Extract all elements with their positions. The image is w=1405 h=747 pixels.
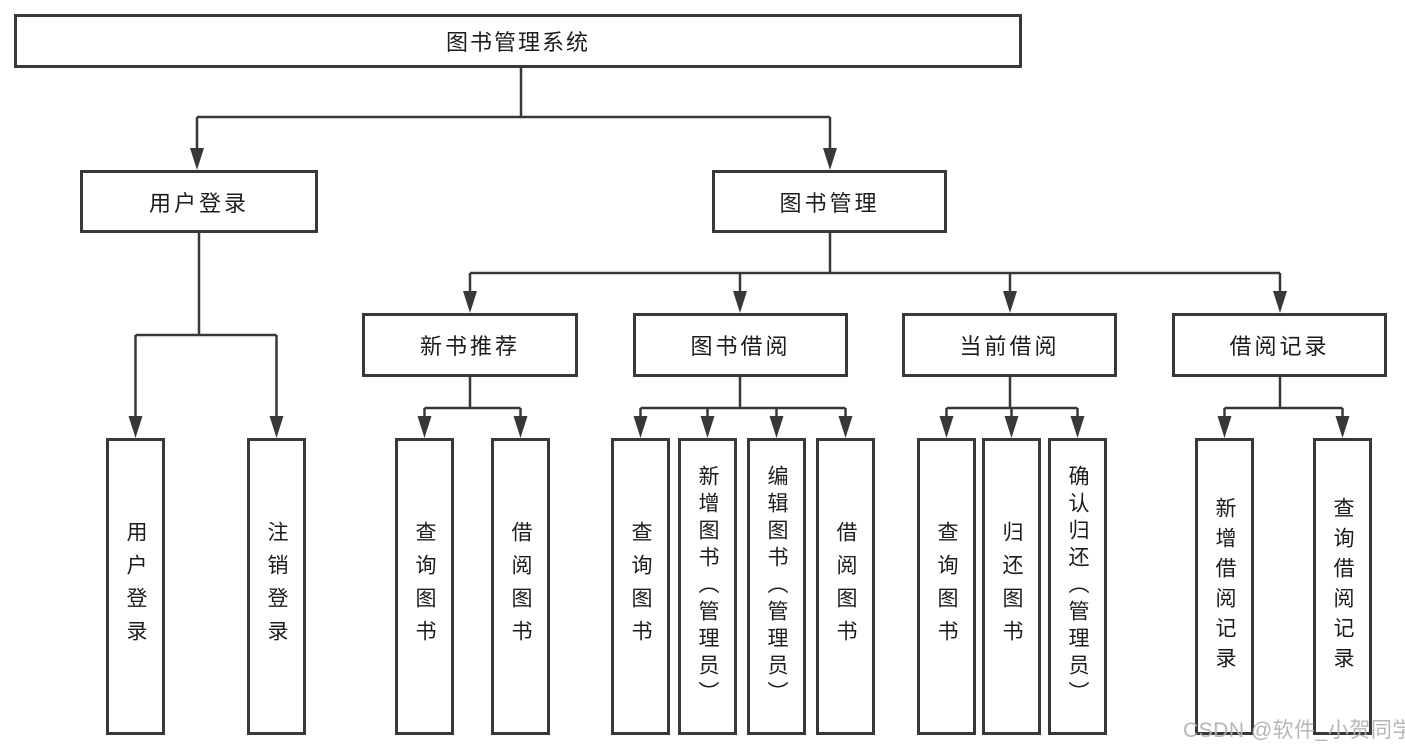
node-label: 查询借阅记录 xyxy=(1331,496,1354,677)
node-label: 图书管理 xyxy=(779,190,880,216)
node-new-book-recommend: 新书推荐 xyxy=(362,313,578,377)
leaf-edit-book-admin: 编辑图书（管理员） xyxy=(747,438,806,735)
node-label: 查询图书 xyxy=(413,520,436,653)
node-label: 新增借阅记录 xyxy=(1213,496,1236,677)
node-label: 图书管理系统 xyxy=(445,30,590,55)
node-user-login: 用户登录 xyxy=(80,170,318,233)
node-label: 注销登录 xyxy=(265,520,288,653)
node-label: 当前借阅 xyxy=(959,334,1060,359)
node-label: 编辑图书（管理员） xyxy=(765,465,788,708)
node-label: 图书借阅 xyxy=(690,334,791,359)
leaf-borrow-books-recommend: 借阅图书 xyxy=(491,438,550,735)
node-current-borrow: 当前借阅 xyxy=(902,313,1117,377)
node-library-management-system: 图书管理系统 xyxy=(14,14,1022,68)
node-label: 确认归还（管理员） xyxy=(1066,465,1089,708)
node-label: 借阅图书 xyxy=(509,520,532,653)
node-label: 借阅图书 xyxy=(834,520,857,653)
leaf-logout: 注销登录 xyxy=(247,438,306,735)
leaf-add-borrow-record: 新增借阅记录 xyxy=(1195,438,1254,735)
node-book-borrow: 图书借阅 xyxy=(633,313,848,377)
node-label: 借阅记录 xyxy=(1229,334,1330,359)
node-book-management: 图书管理 xyxy=(712,170,947,233)
node-label: 用户登录 xyxy=(148,190,249,216)
node-label: 新增图书（管理员） xyxy=(696,465,719,708)
leaf-borrow-books-2: 借阅图书 xyxy=(816,438,875,735)
leaf-query-books-current: 查询图书 xyxy=(917,438,976,735)
leaf-query-borrow-record: 查询借阅记录 xyxy=(1313,438,1372,735)
node-label: 归还图书 xyxy=(1000,520,1023,653)
node-label: 查询图书 xyxy=(935,520,958,653)
csdn-watermark: CSDN @软件_小贺同学 xyxy=(1183,719,1405,742)
leaf-add-book-admin: 新增图书（管理员） xyxy=(678,438,737,735)
leaf-return-book: 归还图书 xyxy=(982,438,1041,735)
leaf-query-books-borrow: 查询图书 xyxy=(611,438,670,735)
leaf-query-books-recommend: 查询图书 xyxy=(395,438,454,735)
leaf-confirm-return-admin: 确认归还（管理员） xyxy=(1048,438,1107,735)
node-label: 新书推荐 xyxy=(419,334,520,359)
node-label: 查询图书 xyxy=(629,520,652,653)
leaf-user-login: 用户登录 xyxy=(106,438,165,735)
node-borrow-records: 借阅记录 xyxy=(1172,313,1387,377)
node-label: 用户登录 xyxy=(124,520,147,653)
